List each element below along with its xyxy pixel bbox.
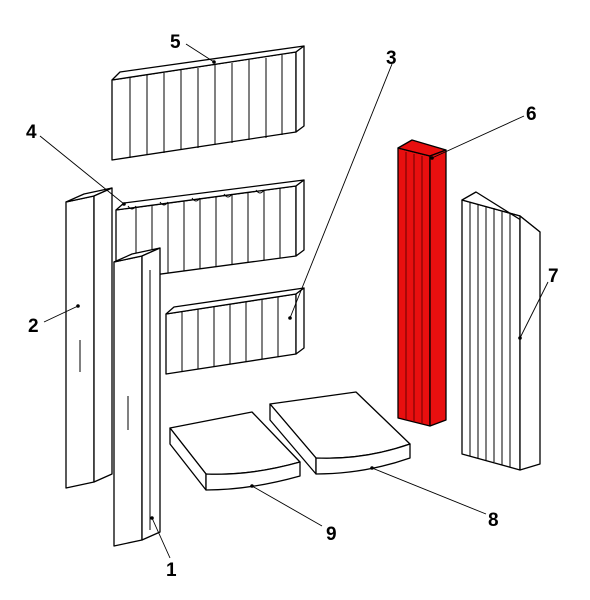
- part-8-floor-slab-right[interactable]: [269, 391, 411, 475]
- label-part-6: 6: [526, 104, 537, 125]
- part-9-floor-slab-left[interactable]: [169, 411, 301, 491]
- label-part-1: 1: [166, 560, 177, 581]
- part-1-side-brick-left-inner[interactable]: [113, 247, 161, 547]
- label-part-8: 8: [488, 510, 499, 531]
- part-4-back-panel-middle[interactable]: [115, 179, 305, 281]
- part-2-side-brick-left-outer[interactable]: [65, 187, 113, 489]
- part-7-side-brick-right[interactable]: [461, 191, 541, 471]
- leader-lines: [39, 43, 549, 559]
- label-part-4: 4: [26, 122, 37, 143]
- part-3-back-panel-lower[interactable]: [165, 287, 305, 375]
- part-labels: 5 4 3 6 7 2 1 9 8: [26, 32, 559, 581]
- label-part-2: 2: [28, 316, 39, 337]
- label-part-3: 3: [386, 48, 397, 69]
- label-part-7: 7: [548, 266, 559, 287]
- part-6-narrow-brick-highlighted[interactable]: [397, 139, 447, 427]
- label-part-9: 9: [326, 524, 337, 545]
- label-part-5: 5: [170, 32, 181, 53]
- part-5-back-panel-top[interactable]: [111, 45, 305, 161]
